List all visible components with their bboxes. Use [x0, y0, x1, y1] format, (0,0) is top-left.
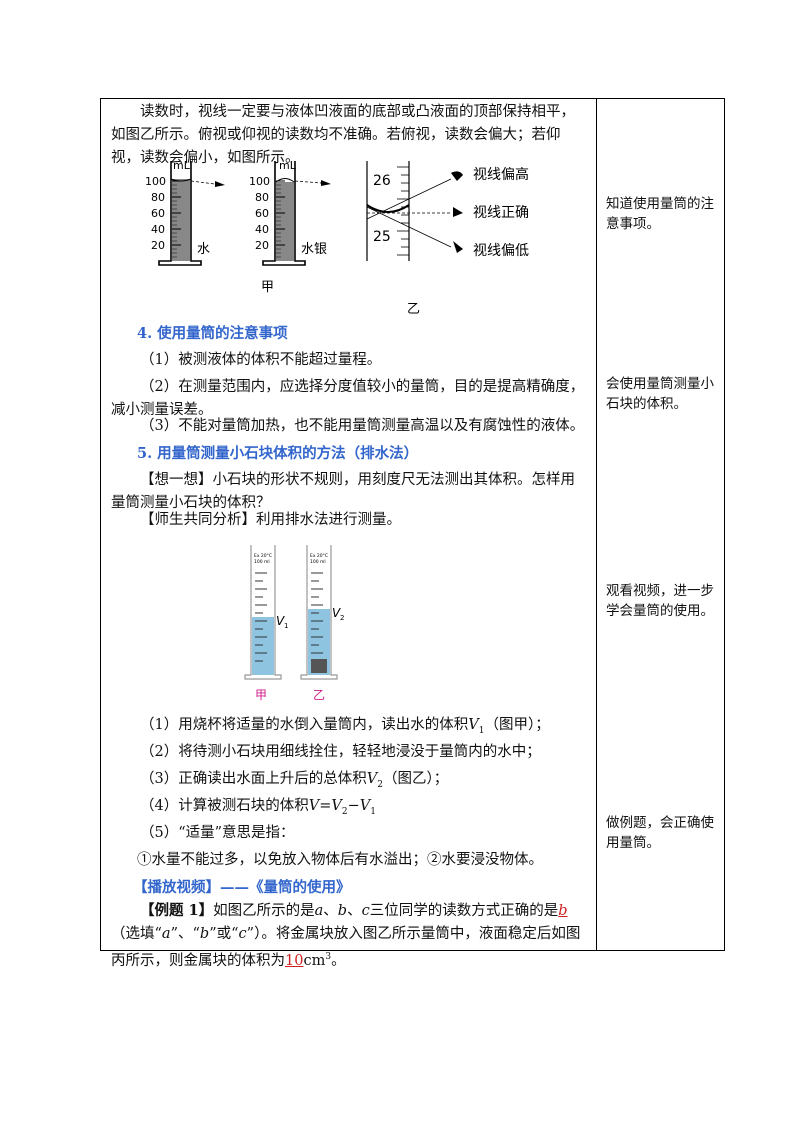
svg-text:80: 80 — [255, 191, 269, 204]
svg-text:100 ml: 100 ml — [254, 559, 270, 565]
displacement-figure: Ex 20°C 100 ml V 1 甲 Ex 20°C 100 ml V 2 … — [244, 545, 344, 702]
svg-text:80: 80 — [151, 191, 165, 204]
svg-text:60: 60 — [151, 207, 165, 220]
svg-text:甲: 甲 — [261, 280, 274, 295]
section4-item-1: （1）被测液体的体积不能超过量程。 — [140, 352, 382, 368]
eye-icon — [453, 241, 463, 253]
svg-text:100: 100 — [145, 175, 166, 188]
section4-title: 4. 使用量筒的注意事项 — [137, 325, 288, 342]
svg-text:mL: mL — [173, 159, 191, 172]
svg-text:20: 20 — [151, 239, 165, 252]
svg-text:20: 20 — [255, 239, 269, 252]
svg-text:乙: 乙 — [313, 688, 325, 702]
intro-paragraph: 读数时，视线一定要与液体凹液面的底部或凸液面的顶部保持相平，如图乙所示。俯视或仰… — [111, 104, 575, 166]
section4-item-2: （2）在测量范围内，应选择分度值较小的量筒，目的是提高精确度，减小测量误差。 — [111, 379, 585, 418]
svg-text:水: 水 — [197, 242, 210, 257]
step-6: ①水量不能过多，以免放入物体后有水溢出；②水要浸没物体。 — [137, 852, 543, 868]
eye-icon — [215, 181, 225, 187]
answer-2: 10 — [285, 952, 304, 969]
water-cylinder: mL 100 80 60 40 20 水 — [145, 159, 225, 266]
step-2: （2）将待测小石块用细线拴住，轻轻地浸没于量筒内的水中； — [140, 744, 541, 760]
cylinder-yi: Ex 20°C 100 ml V 2 乙 — [300, 545, 344, 702]
step-1: （1）用烧杯将适量的水倒入量筒内，读出水的体积V1（图甲）； — [140, 717, 550, 736]
svg-text:甲: 甲 — [255, 688, 267, 702]
svg-text:40: 40 — [255, 223, 269, 236]
column-divider — [596, 99, 597, 950]
eye-icon — [453, 207, 463, 217]
svg-text:2: 2 — [340, 614, 344, 622]
svg-text:V: V — [332, 606, 341, 620]
side-note-4: 做例题，会正确使用量筒。 — [606, 815, 714, 851]
section5-title: 5. 用量筒测量小石块体积的方法（排水法） — [137, 445, 419, 462]
mercury-cylinder: mL 100 80 60 40 20 水银 甲 — [249, 159, 331, 295]
think-paragraph: 【想一想】小石块的形状不规则，用刻度尺无法测出其体积。怎样用量筒测量小石块的体积… — [111, 472, 575, 511]
eye-icon — [321, 180, 331, 186]
svg-text:Ex 20°C: Ex 20°C — [310, 553, 328, 559]
svg-text:视线偏低: 视线偏低 — [473, 243, 529, 259]
cylinder-jia: Ex 20°C 100 ml V 1 甲 — [244, 545, 288, 702]
section4-item-3: （3）不能对量筒加热，也不能用量筒测量高温以及有腐蚀性的液体。 — [140, 418, 585, 434]
reading-figure: mL 100 80 60 40 20 水 — [145, 159, 529, 317]
svg-text:100 ml: 100 ml — [310, 559, 326, 565]
eye-icon — [451, 171, 463, 181]
svg-text:Ex 20°C: Ex 20°C — [254, 553, 272, 559]
svg-text:1: 1 — [284, 622, 288, 630]
svg-text:mL: mL — [279, 159, 297, 172]
svg-text:26: 26 — [373, 173, 391, 189]
example-1: 【例题 1】如图乙所示的是a、b、c三位同学的读数方式正确的是b（选填“a”、“… — [111, 902, 581, 969]
step-4: （4）计算被测石块的体积V=V2−V1 — [140, 798, 376, 817]
svg-text:视线偏高: 视线偏高 — [473, 166, 529, 183]
step-3: （3）正确读出水面上升后的总体积V2（图乙）； — [140, 771, 449, 790]
answer-1: b — [558, 903, 568, 919]
analysis-paragraph: 【师生共同分析】利用排水法进行测量。 — [140, 512, 401, 528]
svg-text:40: 40 — [151, 223, 165, 236]
svg-text:视线正确: 视线正确 — [473, 205, 529, 221]
svg-text:水银: 水银 — [301, 242, 327, 257]
side-note-2: 会使用量筒测量小石块的体积。 — [606, 376, 714, 412]
svg-text:60: 60 — [255, 207, 269, 220]
svg-text:100: 100 — [249, 175, 270, 188]
svg-text:25: 25 — [373, 229, 391, 245]
video-link: 【播放视频】——《量筒的使用》 — [133, 879, 351, 896]
side-note-1: 知道使用量筒的注意事项。 — [606, 196, 714, 232]
meniscus-diagram: 26 25 视线偏高 视线正确 视线偏低 乙 — [366, 161, 529, 317]
side-note-3: 观看视频，进一步学会量筒的使用。 — [606, 583, 714, 619]
lesson-table: 读数时，视线一定要与液体凹液面的底部或凸液面的顶部保持相平，如图乙所示。俯视或仰… — [100, 98, 725, 969]
step-5: （5）“适量”意思是指： — [140, 825, 295, 841]
svg-text:V: V — [276, 614, 285, 628]
svg-text:乙: 乙 — [407, 302, 420, 317]
